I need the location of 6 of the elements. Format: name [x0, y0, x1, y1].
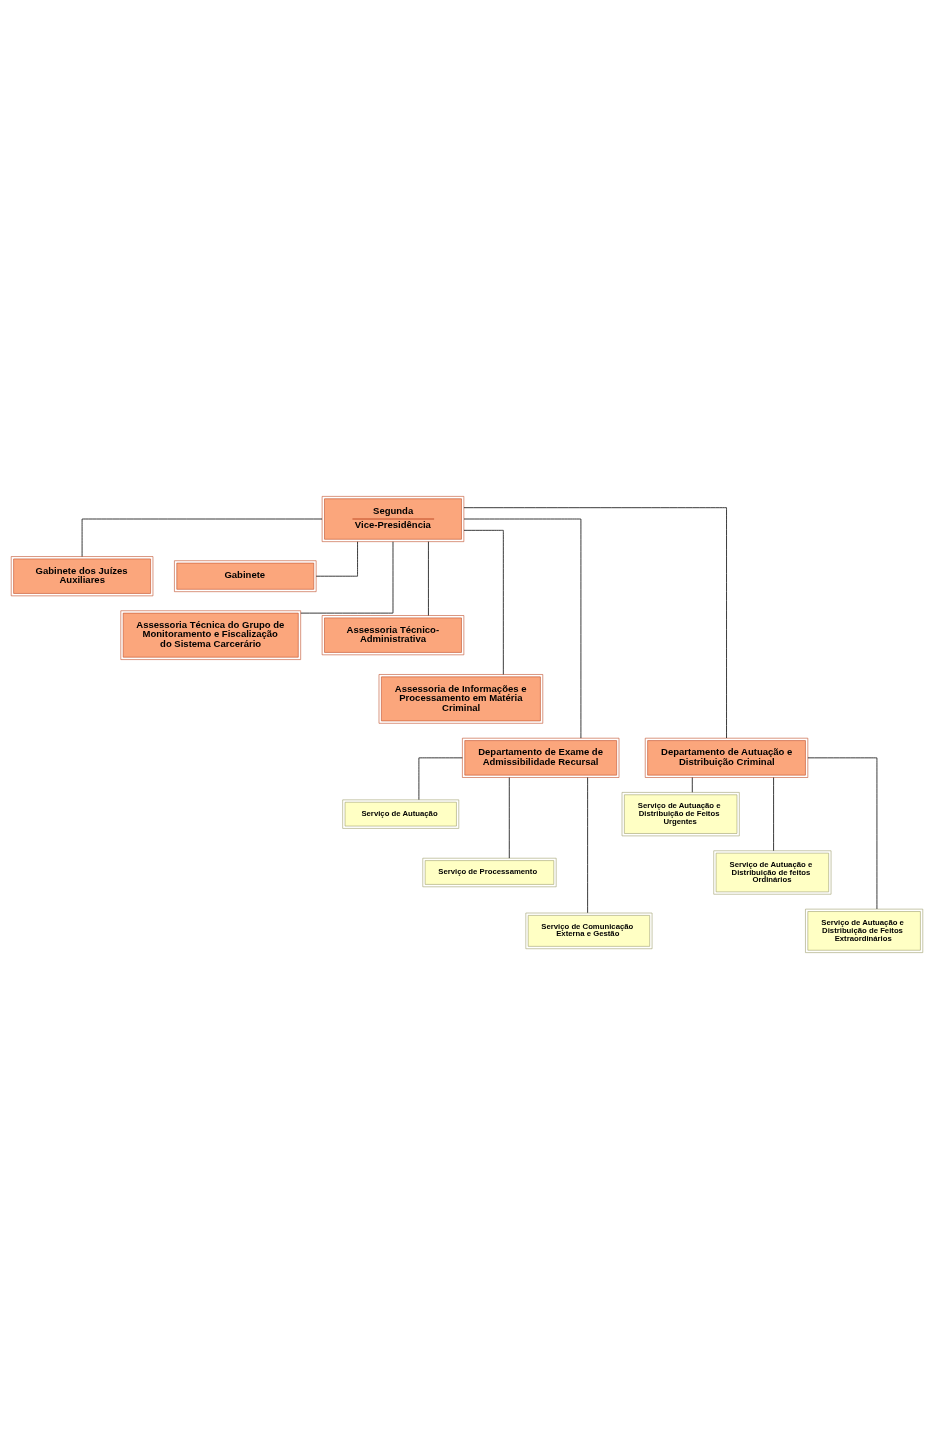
- connector: [587, 776, 588, 913]
- connector: [463, 529, 504, 675]
- connector: [463, 506, 727, 738]
- connector: [773, 776, 774, 851]
- connector: [428, 540, 429, 616]
- connector: [315, 540, 358, 577]
